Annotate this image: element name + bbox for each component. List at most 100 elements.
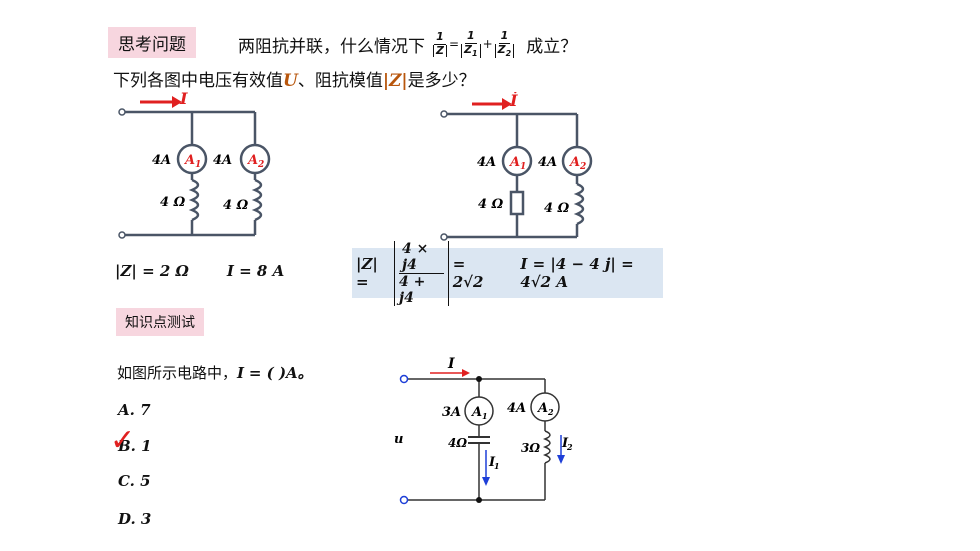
option-c-label: C. 5	[118, 472, 151, 490]
current-label: İ	[509, 92, 518, 110]
section-tag-thinking: 思考问题	[108, 27, 196, 58]
i1-arrow-icon	[482, 477, 490, 486]
i2-label: I	[561, 436, 569, 451]
resistor	[509, 190, 525, 216]
line2-u: U	[283, 71, 298, 91]
option-b[interactable]: B. 1	[118, 437, 152, 455]
formula-z-rhs: = 2√2	[452, 255, 484, 291]
quiz-question-eq: = ( )A。	[248, 364, 313, 382]
formula-z-lhs: |Z| =	[356, 255, 378, 291]
line2-part-c: 是多少？	[407, 71, 476, 91]
current-arrow-icon	[172, 96, 182, 108]
line2-part-b: 、阻抗模值	[297, 71, 383, 91]
a1-label: A	[183, 153, 195, 168]
ammeter-a2	[561, 145, 593, 177]
formula-frac-den: 4 + j4	[399, 273, 426, 306]
den-z1: Z	[464, 42, 473, 56]
fraction-den: Z	[433, 44, 447, 58]
r-label: 4 Ω	[478, 197, 504, 212]
plus-sign: +	[482, 37, 493, 51]
l-label: 4 Ω	[544, 201, 570, 216]
fraction-den-1: Z1	[461, 42, 481, 59]
den-z2: Z	[497, 42, 506, 56]
fraction-den-2: Z2	[494, 42, 515, 59]
terminal-bottom	[440, 233, 448, 241]
a2-current: 4A	[538, 155, 557, 170]
ammeter-a1	[176, 143, 208, 175]
option-a[interactable]: A. 7	[118, 401, 151, 419]
formula-fraction: 4 × j4 4 + j4	[394, 240, 449, 306]
i1-sub: 1	[494, 461, 500, 471]
result-i: I = 8 A	[226, 262, 285, 280]
i1-label: I	[488, 455, 496, 470]
u-label: u	[394, 432, 403, 447]
a2-label: A	[246, 153, 258, 168]
terminal-top	[118, 108, 126, 116]
terminal-top	[440, 110, 448, 118]
formula-frac-num: 4 × j4	[399, 241, 444, 274]
a1-current: 3A	[442, 405, 461, 420]
terminal-top	[399, 374, 409, 384]
formula-row: |Z| = 4 × j4 4 + j4 = 2√2 I = |4 − 4 j| …	[356, 240, 663, 306]
ammeter-a1	[501, 145, 533, 177]
fraction-num: 1	[434, 29, 446, 45]
fraction-num-2: 1	[498, 29, 511, 44]
a1-label: A	[508, 155, 520, 170]
inductor	[573, 182, 585, 226]
a2-label: A	[568, 155, 580, 170]
ammeter-a1	[464, 396, 494, 426]
l1-label: 4 Ω	[160, 195, 186, 210]
fraction-z1: 1 Z1	[461, 29, 481, 59]
quiz-tag-label: 知识点测试	[125, 315, 195, 331]
a1-sub: 1	[195, 160, 201, 170]
option-d-label: D. 3	[118, 510, 152, 528]
i-label: I	[447, 356, 455, 372]
terminal-bottom	[399, 495, 409, 505]
line2-part-a: 下列各图中电压有效值	[113, 71, 283, 91]
node-top	[476, 376, 482, 382]
question-suffix: 成立？	[526, 36, 578, 57]
a2-current: 4A	[213, 153, 232, 168]
a1-current: 4A	[152, 153, 171, 168]
i2-sub: 2	[566, 442, 573, 452]
formula-box: |Z| = 4 × j4 4 + j4 = 2√2 I = |4 − 4 j| …	[352, 240, 663, 306]
a1-label: A	[470, 405, 482, 420]
inductor-2	[251, 178, 263, 222]
option-d[interactable]: D. 3	[118, 510, 151, 528]
a2-sub: 2	[579, 162, 586, 172]
ammeter-a2	[239, 143, 271, 175]
option-a-label: A. 7	[118, 401, 151, 419]
i2-arrow-icon	[557, 455, 565, 464]
line2-z: |Z|	[382, 71, 408, 91]
question-prefix: 两阻抗并联，什么情况下	[238, 36, 425, 57]
l-label: 3Ω	[521, 441, 540, 455]
a2-label: A	[536, 401, 548, 416]
terminal-bottom	[118, 231, 126, 239]
fraction-z2: 1 Z2	[494, 29, 515, 59]
result-z: |Z| = 2 Ω	[115, 262, 189, 280]
quiz-question-i: I	[237, 364, 245, 382]
a2-sub: 2	[547, 407, 554, 417]
circuit-right: İ 4A A 1 4A A 2 4 Ω 4 Ω	[440, 92, 593, 241]
i-arrow-icon	[462, 369, 470, 377]
inductor	[542, 430, 551, 464]
quiz-question-text: 如图所示电路中，	[117, 364, 238, 382]
ammeter-a2	[530, 392, 560, 422]
c-label: 4Ω	[448, 436, 467, 450]
den-z2-sub: 2	[505, 48, 512, 58]
eq-sign: =	[448, 37, 460, 51]
inductor-1	[188, 178, 200, 222]
left-result: |Z| = 2 Ω I = 8 A	[115, 262, 284, 280]
section-tag-quiz: 知识点测试	[116, 308, 204, 336]
node-bottom	[476, 497, 482, 503]
option-c[interactable]: C. 5	[118, 472, 151, 490]
check-icon: ✓	[110, 423, 136, 458]
a1-current: 4A	[477, 155, 496, 170]
current-label: İ	[179, 92, 188, 108]
fraction-num-1: 1	[465, 29, 477, 44]
question-line-2: 下列各图中电压有效值U、阻抗模值|Z|是多少？	[113, 66, 476, 91]
fraction-total: 1 Z	[433, 29, 447, 58]
a1-sub: 1	[482, 411, 488, 421]
a1-sub: 1	[520, 162, 526, 172]
a2-current: 4A	[507, 401, 526, 416]
